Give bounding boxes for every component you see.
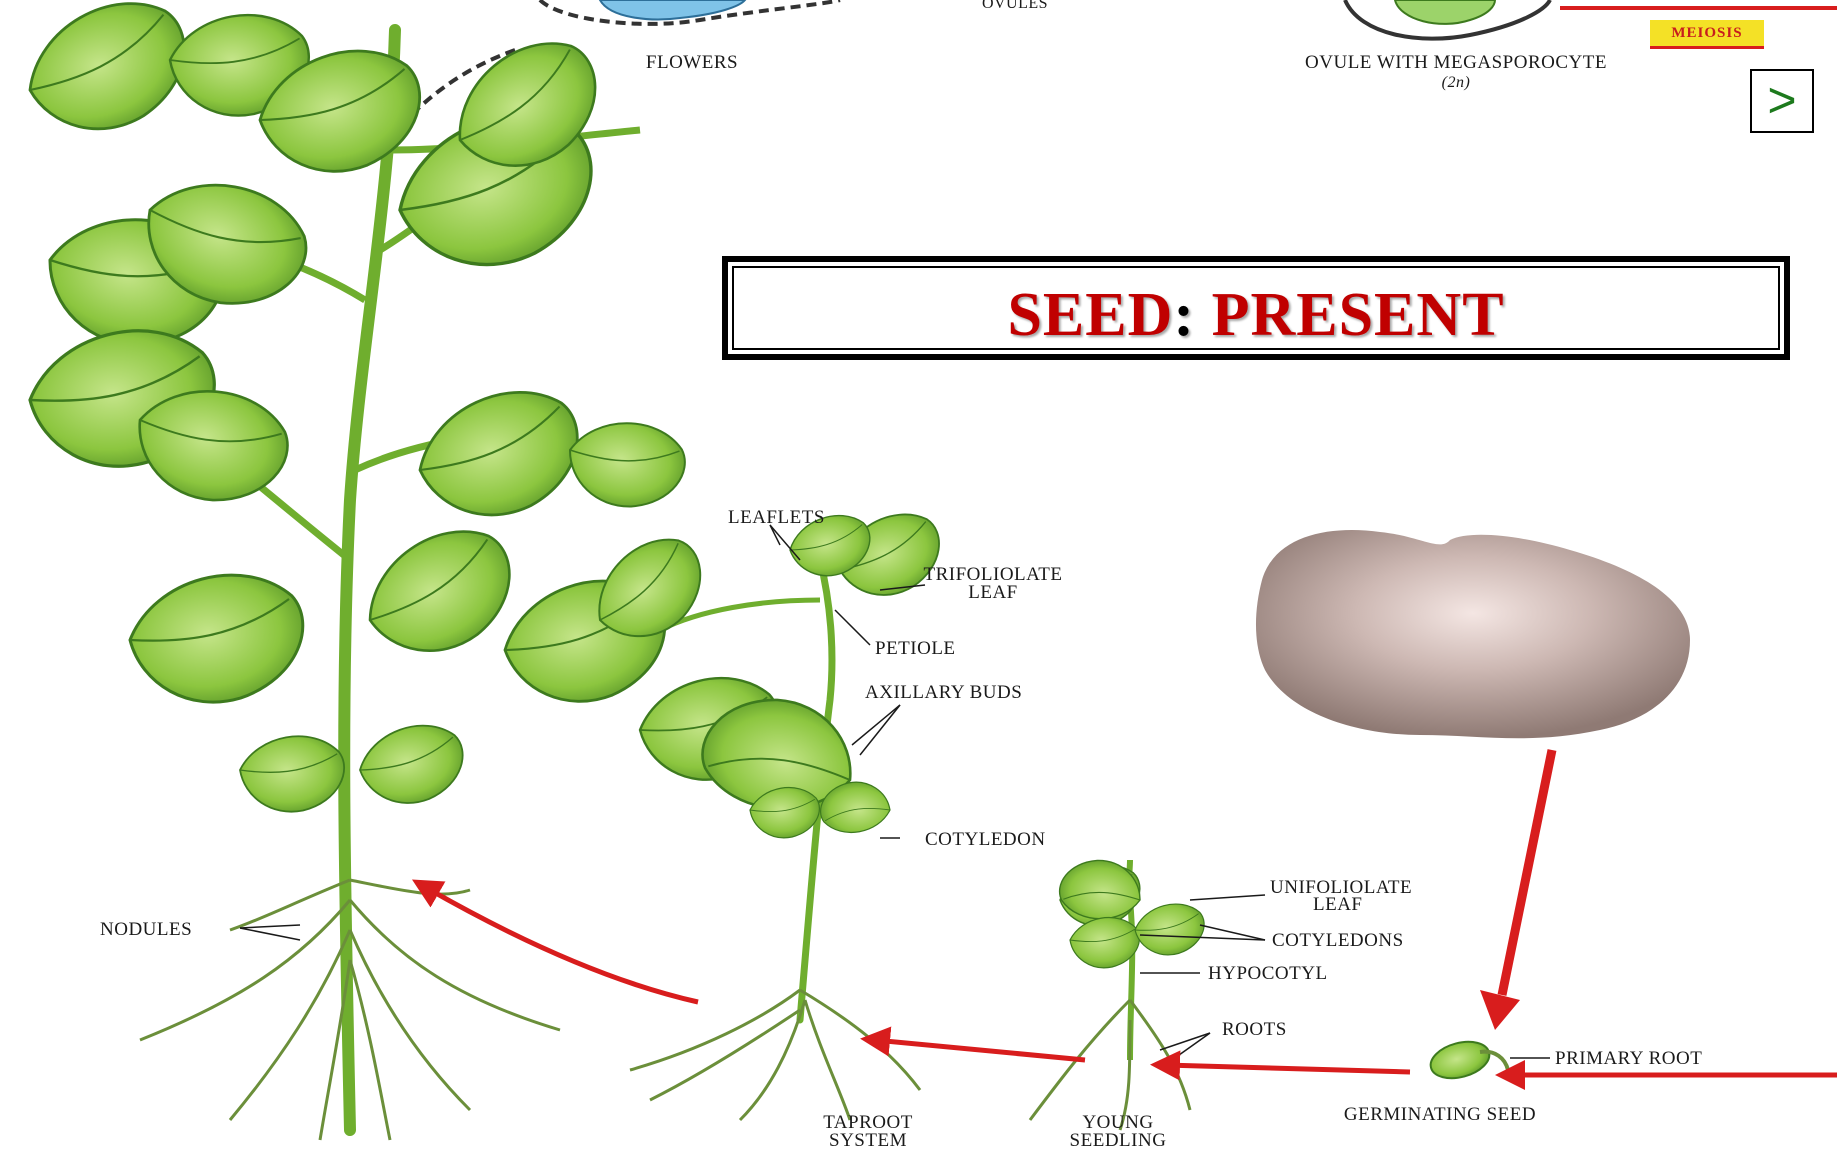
title-separator: : bbox=[1173, 281, 1195, 349]
meiosis-badge: MEIOSIS bbox=[1650, 20, 1764, 49]
young-seedling bbox=[1030, 854, 1207, 1130]
seed-image bbox=[1256, 530, 1690, 738]
roots-label: ROOTS bbox=[1222, 1019, 1287, 1040]
axillary-buds-label: AXILLARY BUDS bbox=[865, 682, 1022, 703]
trifoliolate-plant bbox=[496, 503, 952, 1120]
seed-down-arrow bbox=[1480, 750, 1552, 1030]
nodules-label: NODULES bbox=[100, 919, 192, 940]
next-slide-button[interactable]: > bbox=[1750, 69, 1814, 133]
germinating-seed-label: GERMINATING SEED bbox=[1344, 1104, 1536, 1125]
slide-title-box: SEED: PRESENT bbox=[722, 256, 1790, 360]
unifoliolate-leaf-label: LEAF bbox=[1313, 894, 1363, 915]
title-part-seed: SEED bbox=[1007, 281, 1173, 349]
chevron-right-icon: > bbox=[1767, 72, 1796, 128]
trifoliolate-leaf-label: LEAF bbox=[968, 582, 1018, 603]
slide-title: SEED: PRESENT bbox=[728, 280, 1784, 351]
ovules-label: OVULES bbox=[982, 0, 1048, 12]
hypocotyl-label: HYPOCOTYL bbox=[1208, 963, 1328, 984]
seedling-label: SEEDLING bbox=[1070, 1130, 1167, 1149]
ploidy-label: (2n) bbox=[1442, 74, 1471, 91]
flowers-label: FLOWERS bbox=[646, 52, 738, 73]
cotyledon-label: COTYLEDON bbox=[925, 829, 1046, 850]
ovule-circle bbox=[1345, 0, 1550, 39]
taproot-system-label: SYSTEM bbox=[829, 1130, 907, 1149]
leaflets-label: LEAFLETS bbox=[728, 507, 825, 528]
ovule-megasporocyte-label: OVULE WITH MEGASPOROCYTE bbox=[1305, 52, 1607, 73]
cotyledons-label: COTYLEDONS bbox=[1272, 930, 1404, 951]
flowers-circle bbox=[540, 0, 840, 24]
nodules-pointer bbox=[240, 925, 300, 940]
primary-root-label: PRIMARY ROOT bbox=[1555, 1048, 1702, 1069]
title-part-present: PRESENT bbox=[1212, 281, 1505, 349]
petiole-label: PETIOLE bbox=[875, 638, 956, 659]
germinating-seed bbox=[1427, 1036, 1508, 1084]
